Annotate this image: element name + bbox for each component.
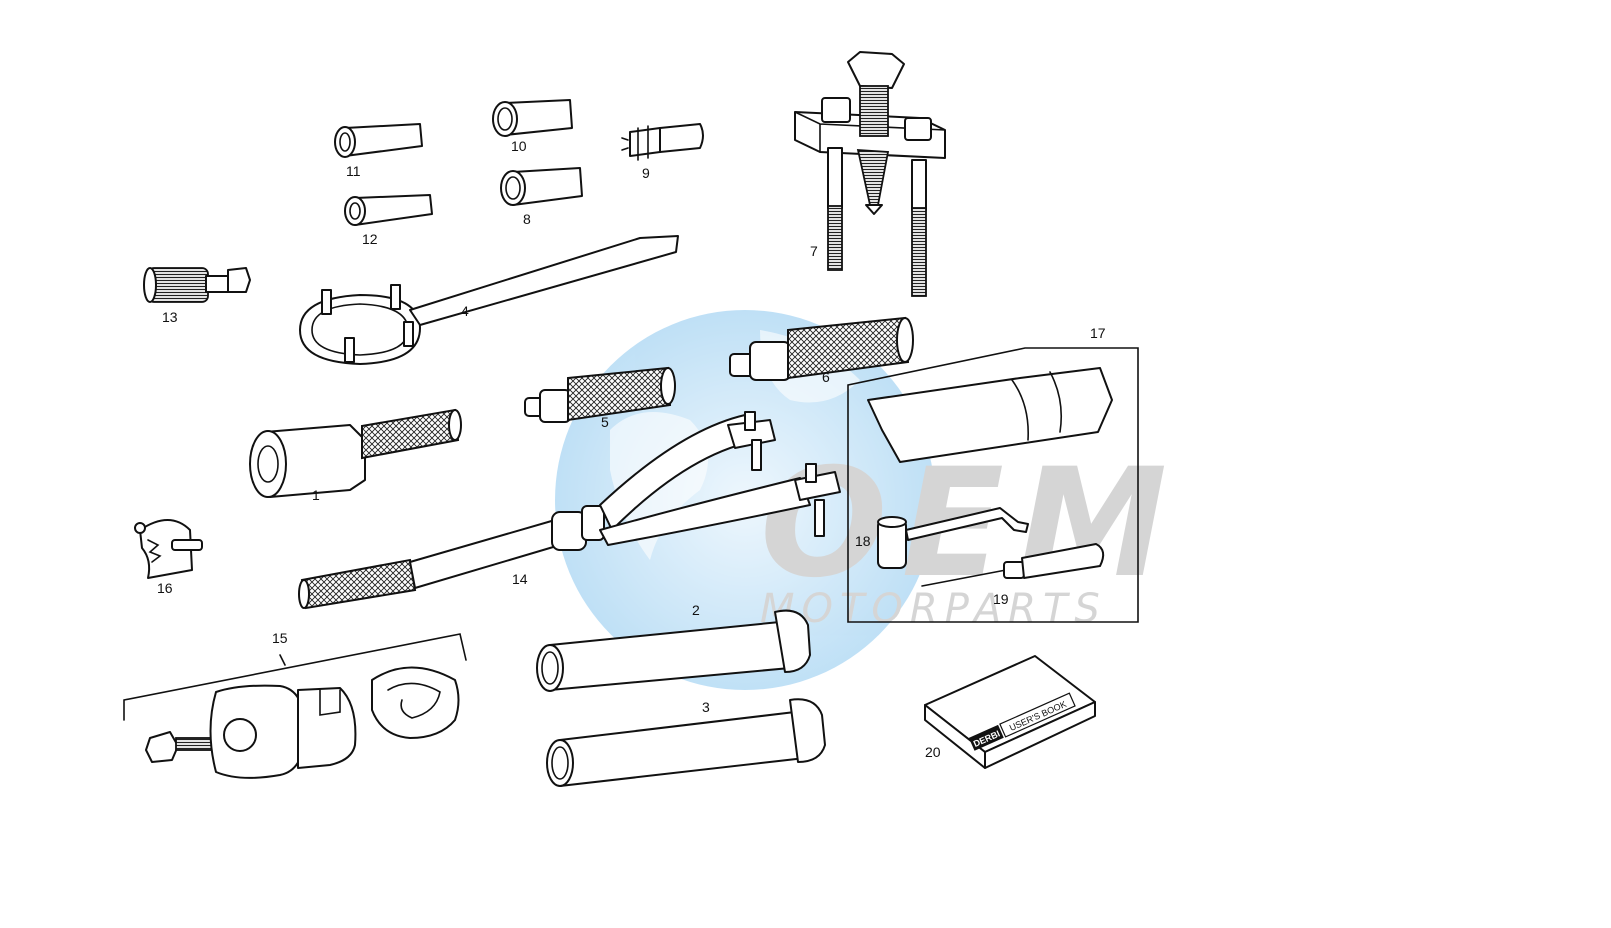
label-part-13: 13 xyxy=(162,309,178,325)
part-12-sleeve xyxy=(344,194,433,226)
part-17-tool-kit xyxy=(847,347,1139,623)
part-9-puller-sleeve xyxy=(621,123,704,161)
label-part-3: 3 xyxy=(702,699,710,715)
label-part-8: 8 xyxy=(523,211,531,227)
part-4-pin-wrench xyxy=(299,235,679,365)
part-3-tube xyxy=(546,698,826,787)
label-part-17: 17 xyxy=(1090,325,1106,341)
label-part-15: 15 xyxy=(272,630,288,646)
label-part-9: 9 xyxy=(642,165,650,181)
label-part-16: 16 xyxy=(157,580,173,596)
part-7-puller xyxy=(794,51,946,297)
part-16-holder xyxy=(134,519,203,579)
part-13-puller-screw xyxy=(143,267,251,303)
label-part-18: 18 xyxy=(855,533,871,549)
part-2-tube xyxy=(536,609,811,692)
part-14-forked-holder xyxy=(298,411,841,610)
part-10-sleeve xyxy=(492,99,573,137)
part-6-drift xyxy=(729,316,914,381)
label-part-19: 19 xyxy=(993,591,1009,607)
label-part-6: 6 xyxy=(822,369,830,385)
part-19-screwdriver xyxy=(921,543,1105,587)
part-20-user-manual: DERBI USER'S BOOK xyxy=(924,655,1096,769)
callout-labels: 1 2 3 4 5 6 7 8 9 10 11 12 13 14 15 16 1… xyxy=(157,138,1106,760)
label-part-7: 7 xyxy=(810,243,818,259)
part-18-box-spanner xyxy=(877,507,1029,569)
label-part-10: 10 xyxy=(511,138,527,154)
label-part-2: 2 xyxy=(692,602,700,618)
label-part-20: 20 xyxy=(925,744,941,760)
part-15-puller-set xyxy=(123,633,467,779)
label-part-4: 4 xyxy=(461,303,469,319)
part-11-sleeve xyxy=(334,123,423,158)
part-1-driver xyxy=(249,408,462,498)
label-part-12: 12 xyxy=(362,231,378,247)
label-part-5: 5 xyxy=(601,414,609,430)
label-part-14: 14 xyxy=(512,571,528,587)
label-part-1: 1 xyxy=(312,487,320,503)
watermark-tagline: MOTORPARTS xyxy=(760,586,1107,632)
part-5-drift xyxy=(524,366,676,423)
label-part-11: 11 xyxy=(346,163,361,179)
part-8-sleeve xyxy=(500,167,583,206)
